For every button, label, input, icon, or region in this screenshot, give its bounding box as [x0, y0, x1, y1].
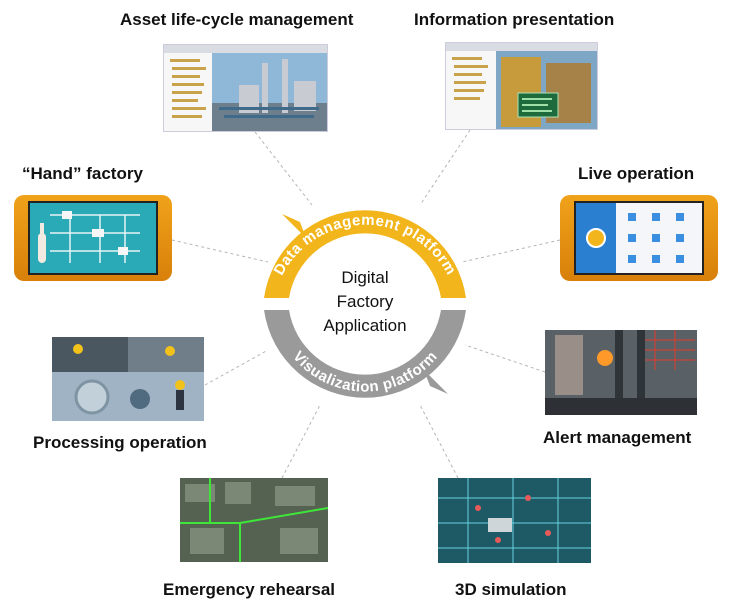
hand-phone — [14, 195, 172, 281]
label-info: Information presentation — [414, 10, 615, 29]
hand-screen-graphic — [38, 211, 140, 263]
connector-simulation — [419, 404, 459, 479]
label-asset: Asset life-cycle management — [120, 10, 354, 29]
live-phone — [560, 195, 718, 281]
label-alert: Alert management — [543, 428, 692, 447]
asset-thumbnail — [163, 44, 328, 132]
hand-phone-screen — [28, 201, 158, 275]
asset-screenshot-graphic — [164, 45, 327, 131]
label-hand: “Hand” factory — [22, 164, 143, 183]
center-line-1: Digital — [341, 268, 389, 287]
data-ring — [264, 210, 466, 298]
simulation-screenshot-graphic — [438, 478, 591, 563]
label-emergency: Emergency rehearsal — [163, 580, 335, 599]
emergency-screenshot-graphic — [180, 478, 328, 562]
data-ring-arrow — [282, 214, 306, 238]
center-line-2: Factory — [336, 292, 394, 311]
info-screenshot-graphic — [446, 43, 597, 129]
processing-screenshot-graphic — [52, 337, 204, 421]
info-thumbnail — [445, 42, 598, 130]
connector-alert — [464, 344, 546, 373]
live-screen-graphic — [576, 203, 684, 273]
alert-thumbnail — [545, 330, 697, 415]
connector-emergency — [281, 404, 321, 479]
visual-ring — [264, 310, 466, 398]
center-line-3: Application — [323, 316, 407, 335]
connector-hand — [171, 239, 269, 263]
processing-thumbnail — [52, 337, 204, 421]
label-simulation: 3D simulation — [455, 580, 567, 599]
visual-ring-arrow — [424, 370, 448, 394]
label-processing: Processing operation — [33, 433, 207, 452]
emergency-thumbnail — [180, 478, 328, 562]
connector-processing — [204, 349, 269, 386]
label-live: Live operation — [578, 164, 695, 183]
connector-live — [461, 239, 561, 263]
alert-screenshot-graphic — [545, 330, 697, 415]
live-phone-screen — [574, 201, 704, 275]
center-title: Digital Factory Application — [305, 266, 425, 338]
simulation-thumbnail — [438, 478, 591, 563]
